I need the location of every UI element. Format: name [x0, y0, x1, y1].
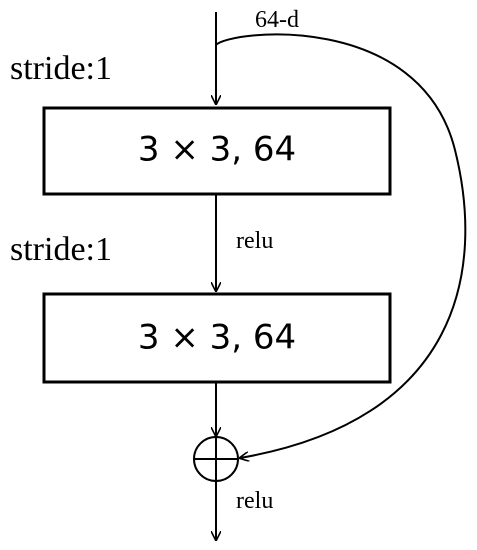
stride-label-layer-1: stride:1	[10, 50, 112, 87]
relu-label-mid: relu	[236, 228, 273, 254]
conv-layer-2-box	[42, 292, 392, 384]
input-dim-label: 64-d	[255, 7, 299, 33]
conv-layer-2-label: 3 × 3, 64	[138, 318, 296, 358]
addition-node-icon	[193, 436, 239, 482]
relu-label-out: relu	[236, 488, 273, 514]
stride-label-layer-2: stride:1	[10, 231, 112, 268]
conv-layer-1-box	[42, 106, 392, 196]
skip-connection-arrow	[215, 33, 467, 458]
conv-layer-1-label: 3 × 3, 64	[138, 130, 296, 170]
